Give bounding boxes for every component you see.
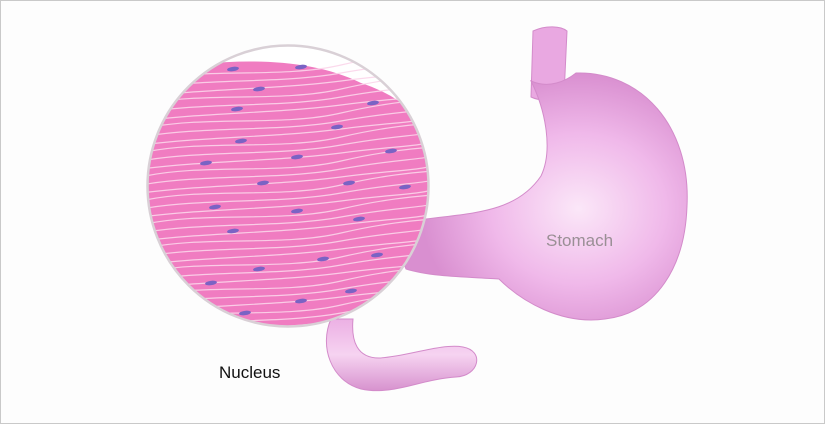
nucleus-label: Nucleus [219,363,280,383]
stomach-label: Stomach [546,231,613,251]
stomach-body [401,73,687,320]
magnified-tissue-circle [131,45,441,345]
intestine-tube [326,319,476,391]
